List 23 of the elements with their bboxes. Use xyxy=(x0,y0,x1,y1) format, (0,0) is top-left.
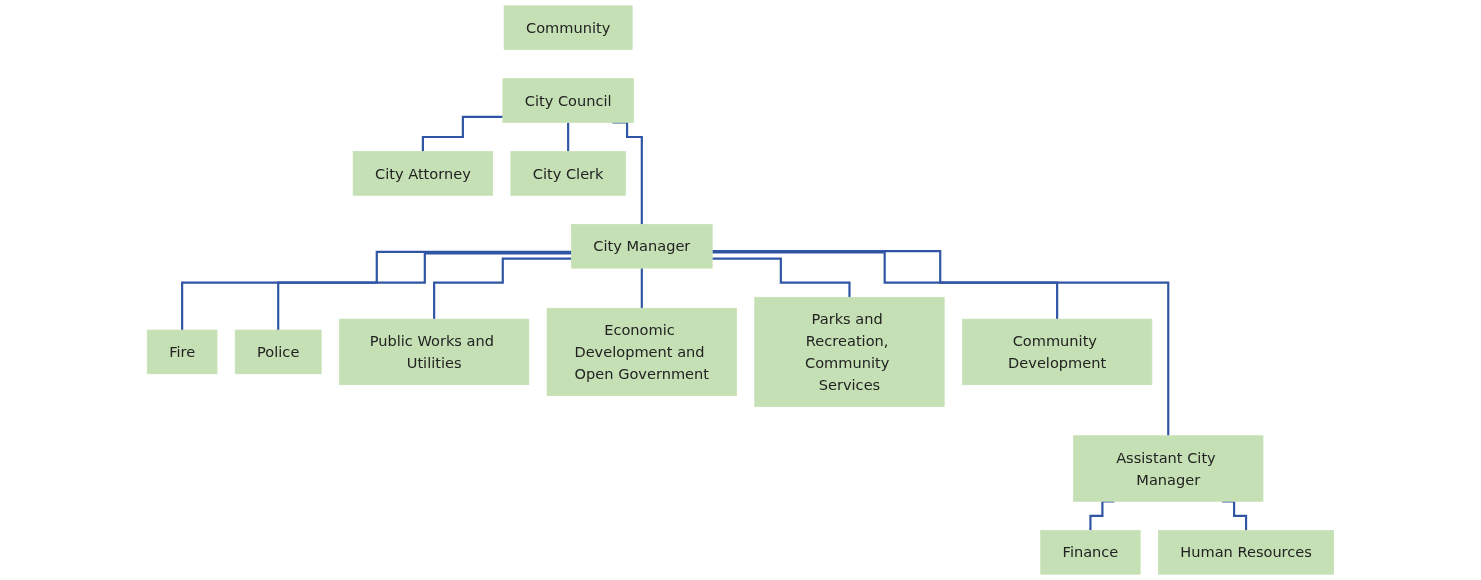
node-box: Human Resources xyxy=(1158,530,1335,575)
node-box: Community xyxy=(503,5,633,50)
node-box: Assistant City Manager xyxy=(1073,435,1264,502)
node-box: City Council xyxy=(502,78,634,123)
node-box: City Clerk xyxy=(510,151,626,196)
node-box: Parks and Recreation, Community Services xyxy=(754,296,945,407)
connector xyxy=(712,257,851,299)
connector xyxy=(712,251,1059,321)
connector xyxy=(567,121,570,153)
connector xyxy=(421,115,503,153)
node-box: Finance xyxy=(1040,530,1141,575)
node-box: Community Development xyxy=(962,318,1153,386)
connector xyxy=(640,267,643,310)
connector xyxy=(712,250,1170,437)
node-box: Public Works and Utilities xyxy=(339,318,530,386)
connector xyxy=(181,250,572,332)
connector xyxy=(277,252,572,332)
node-box: Fire xyxy=(146,329,218,375)
node-box: City Manager xyxy=(571,224,713,269)
node-box: City Attorney xyxy=(352,151,494,196)
connector xyxy=(433,257,572,321)
node-box: Police xyxy=(234,329,322,375)
node-box: Economic Development and Open Government xyxy=(546,307,737,396)
